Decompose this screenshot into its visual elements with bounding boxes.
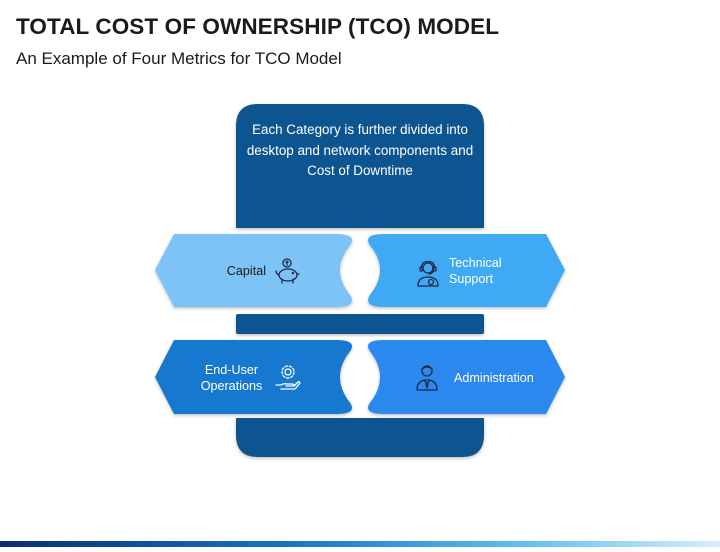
administration-label: Administration [454, 371, 534, 385]
technical-support-shape [368, 234, 565, 307]
administrator-icon [412, 362, 442, 392]
technical-support-label: Technical Support [449, 256, 502, 286]
center-spine-bottom [236, 418, 484, 457]
page-title: TOTAL COST OF OWNERSHIP (TCO) MODEL [16, 14, 500, 39]
gear-hand-icon [272, 362, 302, 392]
center-spine [236, 104, 484, 228]
piggy-bank-icon [272, 256, 302, 286]
end-user-operations-shape [155, 340, 352, 414]
end-user-operations-label: End-User Operations [200, 363, 263, 393]
capital-shape [155, 234, 352, 307]
center-connector-middle [236, 314, 484, 334]
capital-label: Capital [226, 264, 266, 278]
footer-accent-bar [0, 534, 720, 547]
administration-shape [368, 340, 565, 414]
page-subtitle: An Example of Four Metrics for TCO Model [16, 49, 342, 68]
tco-diagram [155, 104, 565, 457]
support-agent-icon [413, 258, 443, 288]
center-description: Each Category is further divided into de… [246, 122, 474, 178]
